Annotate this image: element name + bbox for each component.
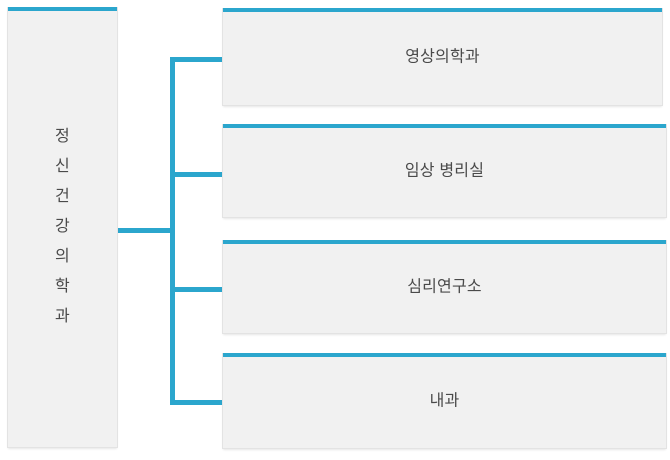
node-child-label: 임상 병리실 <box>404 161 485 179</box>
connector-branch-1 <box>170 57 223 62</box>
node-accent-bar <box>8 7 117 11</box>
node-child-label: 내과 <box>429 391 460 409</box>
node-child-radiology[interactable]: 영상의학과 <box>222 8 663 106</box>
node-child-internal-medicine[interactable]: 내과 <box>222 353 667 449</box>
connector-branch-4 <box>170 400 223 405</box>
node-child-label: 영상의학과 <box>405 47 480 65</box>
node-root-psychiatry[interactable]: 정 신 건 강 의 학 과 <box>7 7 118 448</box>
node-child-psychology-research-institute[interactable]: 심리연구소 <box>222 240 667 334</box>
node-accent-bar <box>223 8 662 12</box>
node-accent-bar <box>223 240 666 244</box>
node-accent-bar <box>223 353 666 357</box>
node-child-clinical-pathology-lab[interactable]: 임상 병리실 <box>222 124 667 218</box>
node-accent-bar <box>223 124 666 128</box>
node-child-label: 심리연구소 <box>407 277 482 295</box>
connector-vertical-trunk <box>170 57 175 405</box>
connector-root-stub <box>117 228 175 233</box>
node-root-label: 정 신 건 강 의 학 과 <box>55 128 70 325</box>
connector-branch-2 <box>170 172 223 177</box>
connector-branch-3 <box>170 287 223 292</box>
